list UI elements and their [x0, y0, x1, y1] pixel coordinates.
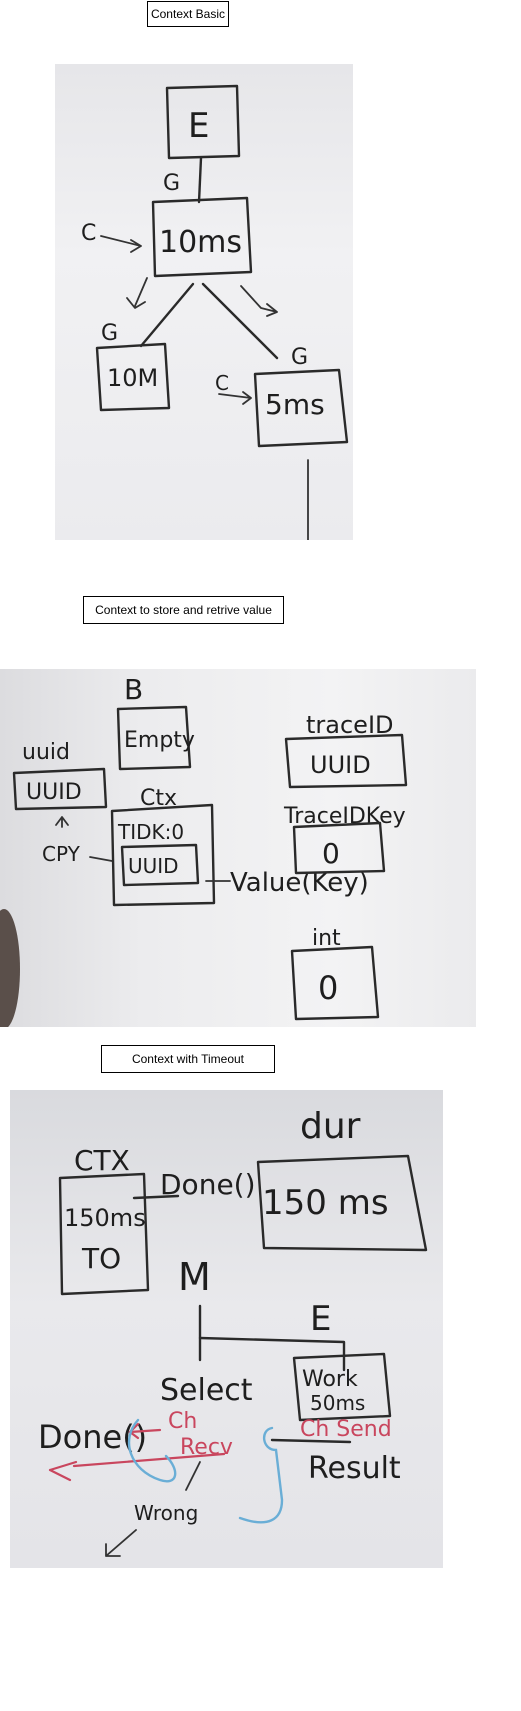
- context-tree-diagram: E G 10ms C G 10M G C 5ms: [81, 84, 349, 540]
- ch-recv-label: Ch: [168, 1409, 197, 1434]
- section-title-context-basic: Context Basic: [147, 1, 229, 27]
- uuid-left-label: UUID: [26, 780, 82, 805]
- zero-box-label: 0: [322, 837, 340, 870]
- result-label: Result: [308, 1451, 401, 1486]
- m-tag: M: [178, 1255, 211, 1299]
- dur-tag: dur: [300, 1106, 361, 1147]
- right-branch-arrow: [240, 285, 278, 317]
- right-node-label: 5ms: [265, 388, 325, 421]
- select-case-loop-left: [127, 1418, 177, 1483]
- copy-link: [89, 856, 113, 862]
- copy-label: CPY: [42, 842, 81, 866]
- work-duration: 50ms: [310, 1391, 365, 1415]
- ch-send-label: Ch Send: [300, 1417, 392, 1442]
- left-branch: [139, 282, 195, 348]
- work-label: Work: [302, 1367, 358, 1392]
- wrong-arrow: [105, 1529, 137, 1557]
- int-zero-box: [290, 945, 380, 1021]
- select-label: Select: [160, 1373, 253, 1408]
- section-title-timeout: Context with Timeout: [101, 1045, 275, 1073]
- int-tag: int: [312, 926, 341, 951]
- uuid-right-label: UUID: [310, 751, 371, 779]
- uuid-inner-box: [120, 843, 200, 887]
- right-node-tag: G: [291, 345, 308, 370]
- left-node-box: [95, 342, 171, 412]
- whiteboard-context-basic: E G 10ms C G 10M G C 5ms: [55, 64, 353, 540]
- select-case-loop-right: [238, 1426, 284, 1524]
- uuid-right-box: [284, 733, 408, 789]
- e-tag: E: [310, 1299, 331, 1339]
- uuid-left-box: [12, 767, 108, 811]
- mid-input-label: C: [81, 221, 96, 246]
- whiteboard-timeout: CTX 150ms TO Done() dur 150 ms M E Selec…: [10, 1090, 443, 1568]
- section-title-store-retrieve: Context to store and retrive value: [83, 596, 284, 624]
- uuid-tag: uuid: [22, 740, 70, 765]
- empty-label: Empty: [124, 728, 195, 753]
- right-branch: [201, 282, 279, 360]
- tidk-label: TIDK:0: [117, 820, 184, 844]
- dur-box: [256, 1154, 428, 1252]
- mid-node-label: 10ms: [159, 225, 242, 260]
- done-link: [132, 1194, 180, 1200]
- root-node-box: [165, 84, 241, 160]
- m-to-e-branch: [198, 1336, 346, 1372]
- zero-box: [292, 821, 386, 875]
- ctx-duration: 150ms: [64, 1204, 146, 1232]
- root-edge-label: G: [163, 171, 180, 196]
- root-edge: [197, 156, 203, 204]
- whiteboard-store-retrieve: B Empty uuid UUID CPY Ctx TIDK:0 UUID Va…: [0, 669, 476, 1027]
- left-node-tag: G: [101, 321, 118, 346]
- root-node-label: E: [188, 106, 209, 146]
- work-box: [292, 1352, 392, 1422]
- empty-box: [116, 705, 192, 771]
- trace-id-tag: traceID: [306, 711, 394, 739]
- send-link: [270, 1438, 352, 1444]
- right-node-box: [253, 368, 349, 448]
- mid-input-arrow: [100, 235, 142, 253]
- context-value-diagram: B Empty uuid UUID CPY Ctx TIDK:0 UUID Va…: [0, 673, 408, 1027]
- done-call: Done(): [160, 1168, 256, 1201]
- top-tag: B: [124, 673, 143, 706]
- ctx-box: [110, 803, 216, 907]
- right-input-label: C: [215, 371, 229, 395]
- right-input-arrow: [218, 391, 252, 405]
- done-return-arrow: [48, 1452, 226, 1482]
- dur-value: 150 ms: [262, 1183, 389, 1223]
- wrong-stem: [185, 1461, 201, 1491]
- presenter-hand-shadow: [0, 909, 20, 1027]
- ctx-tag: CTX: [74, 1144, 130, 1177]
- int-zero-label: 0: [318, 969, 338, 1007]
- copy-arrow: [55, 816, 69, 828]
- wrong-label: Wrong: [134, 1501, 198, 1525]
- left-node-label: 10M: [107, 364, 158, 392]
- ctx-box: [58, 1172, 150, 1296]
- uuid-inner-label: UUID: [128, 854, 179, 878]
- left-branch-arrow: [126, 277, 148, 309]
- ctx-timeout: TO: [81, 1242, 121, 1275]
- mid-node-box: [151, 196, 253, 278]
- context-timeout-diagram: CTX 150ms TO Done() dur 150 ms M E Selec…: [38, 1106, 428, 1557]
